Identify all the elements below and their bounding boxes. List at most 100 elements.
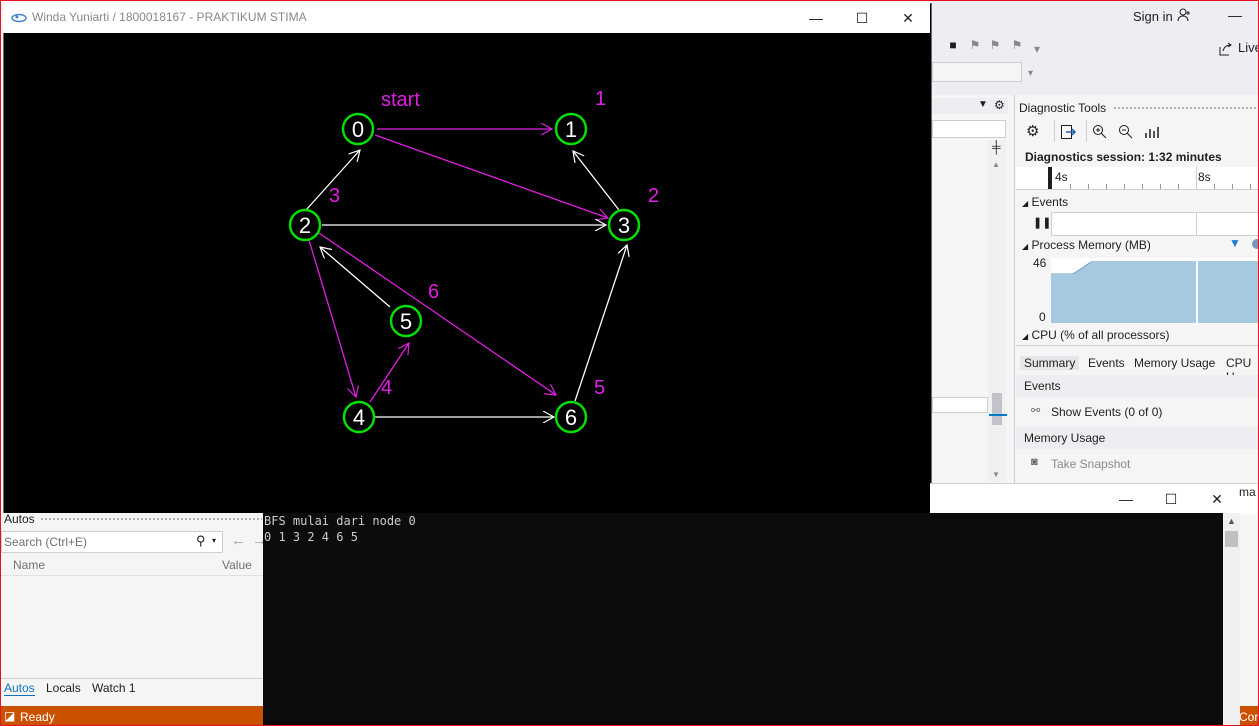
vs-toolbar: ■ ⚑ ⚑ ⚑ ▾	[930, 36, 1259, 56]
live-share-icon[interactable]	[1218, 42, 1232, 56]
search-icon[interactable]: ⚲	[196, 533, 206, 548]
reset-zoom-icon[interactable]	[1144, 124, 1160, 140]
node-label: 5	[400, 309, 412, 334]
status-icon: ◪	[4, 709, 16, 723]
node-label: 2	[299, 213, 311, 238]
link-icon: ⚯	[1031, 405, 1041, 417]
vs-minimize-button[interactable]: —	[1228, 7, 1242, 23]
peak-marker-icon[interactable]	[1252, 239, 1259, 249]
live-share-label[interactable]: Live	[1238, 40, 1259, 55]
memory-track-label: Process Memory (MB)	[1031, 238, 1151, 252]
scroll-thumb[interactable]	[992, 393, 1002, 425]
graph-window-title: Winda Yuniarti / 1800018167 - PRAKTIKUM …	[32, 10, 307, 24]
show-events-link[interactable]: Show Events (0 of 0)	[1051, 405, 1163, 419]
settings-gear-icon[interactable]: ⚙	[1026, 123, 1040, 140]
next-bookmark-icon[interactable]: ⚑	[989, 38, 1001, 52]
graph-close-button[interactable]: ✕	[902, 10, 914, 26]
status-text: Ready	[20, 710, 55, 724]
console-scroll-up-icon[interactable]: ▲	[1227, 516, 1236, 526]
node-label: 0	[352, 117, 364, 142]
graph-node-5[interactable]: 5	[389, 304, 423, 338]
console-scroll-thumb[interactable]	[1225, 531, 1238, 547]
tab-locals[interactable]: Locals	[46, 681, 81, 695]
graph-node-3[interactable]: 3	[607, 208, 641, 242]
memory-track-header[interactable]: ◢ Process Memory (MB)	[1022, 238, 1151, 252]
graph-node-1[interactable]: 1	[554, 112, 588, 146]
ruler-label-4s: 4s	[1055, 170, 1068, 184]
timeline-ruler[interactable]: 4s 8s	[1016, 167, 1259, 190]
memory-ramp	[1051, 258, 1091, 274]
panel-scrollbar[interactable]	[988, 140, 1006, 482]
collapse-icon[interactable]: ◢	[1022, 199, 1029, 208]
panel-settings-icon[interactable]: ⚙	[994, 98, 1005, 112]
diag-overflow-text: ma	[1239, 485, 1256, 499]
zoom-in-icon[interactable]	[1092, 124, 1108, 140]
console-titlebar: — ☐ ✕	[930, 483, 1257, 514]
graph-window-titlebar: — ☐ ✕	[3, 3, 930, 33]
console-window[interactable]	[263, 513, 1223, 726]
node-label: 3	[618, 213, 630, 238]
config-combo[interactable]	[932, 62, 1022, 82]
snapshot-marker-icon[interactable]: ▼	[1229, 236, 1241, 250]
scroll-down-icon[interactable]: ▼	[992, 470, 1000, 479]
autos-search-box[interactable]	[1, 531, 223, 553]
user-add-icon[interactable]	[1177, 8, 1191, 22]
panel-input[interactable]	[932, 397, 988, 413]
graph-node-2[interactable]: 2	[288, 208, 322, 242]
events-track-header[interactable]: ◢ Events	[1022, 195, 1068, 209]
bookmark-icon[interactable]: ■	[949, 38, 957, 52]
sign-in-link[interactable]: Sign in	[1133, 9, 1173, 24]
graph-node-4[interactable]: 4	[342, 400, 376, 434]
column-name[interactable]: Name	[13, 558, 46, 572]
scroll-up-icon[interactable]: ▲	[992, 160, 1000, 169]
scroll-position-marker	[989, 414, 1007, 416]
graph-window	[3, 3, 932, 515]
events-track[interactable]	[1051, 212, 1259, 236]
cpu-track-header[interactable]: ◢ CPU (% of all processors)	[1022, 328, 1170, 342]
console-close-button[interactable]: ✕	[1211, 491, 1223, 507]
pause-icon[interactable]: ❚❚	[1033, 217, 1052, 229]
diagnostic-tools-title: Diagnostic Tools	[1019, 101, 1107, 115]
diagnostic-toolbar: ⚙	[1016, 120, 1259, 144]
tab-summary[interactable]: Summary	[1020, 356, 1080, 370]
zoom-out-icon[interactable]	[1118, 124, 1134, 140]
back-arrow-icon[interactable]: ←	[231, 532, 246, 549]
autos-title: Autos	[4, 512, 35, 526]
toolbar-overflow-icon[interactable]: ▾	[1033, 42, 1041, 56]
memory-axis-max: 46	[1033, 256, 1047, 270]
edge-5-2	[320, 247, 391, 308]
clear-bookmarks-icon[interactable]: ⚑	[1011, 38, 1023, 52]
memory-area	[1051, 261, 1259, 323]
search-dropdown-icon[interactable]: ▾	[212, 536, 217, 545]
column-value[interactable]: Value	[222, 558, 252, 572]
take-snapshot-button[interactable]: Take Snapshot	[1051, 457, 1131, 471]
camera-icon: ◙	[1031, 456, 1038, 468]
panel-dropdown-icon[interactable]: ▼	[978, 99, 988, 110]
graph-node-0[interactable]: 0	[341, 112, 375, 146]
panel-combo[interactable]	[932, 120, 1006, 138]
tab-events[interactable]: Events	[1088, 356, 1125, 370]
collapse-icon[interactable]: ◢	[1022, 332, 1029, 341]
collapse-icon[interactable]: ◢	[1022, 242, 1029, 251]
console-minimize-button[interactable]: —	[1119, 491, 1133, 507]
edge-0-3	[374, 134, 608, 218]
autos-search-input[interactable]: Search (Ctrl+E)	[4, 535, 88, 549]
console-scrollbar[interactable]	[1223, 513, 1240, 726]
tab-autos[interactable]: Autos	[4, 681, 35, 696]
tab-memory-usage[interactable]: Memory Usage	[1134, 356, 1216, 370]
order-label-5: 5	[594, 377, 605, 399]
combo-overflow-icon[interactable]: ▾	[1028, 68, 1034, 79]
divider	[1016, 345, 1259, 346]
split-icon[interactable]: ╪	[992, 140, 1001, 154]
tab-watch-1[interactable]: Watch 1	[92, 681, 136, 695]
export-icon[interactable]	[1060, 124, 1076, 140]
memory-gap	[1196, 258, 1198, 323]
graph-minimize-button[interactable]: —	[809, 10, 823, 26]
edge-6-3	[574, 245, 627, 402]
prev-bookmark-icon[interactable]: ⚑	[969, 38, 981, 52]
timeline-cursor[interactable]	[1048, 167, 1052, 189]
console-maximize-button[interactable]: ☐	[1164, 491, 1178, 507]
graph-maximize-button[interactable]: ☐	[855, 10, 869, 26]
diagnostic-tabs: Summary Events Memory Usage CPU U	[1016, 350, 1259, 384]
graph-node-6[interactable]: 6	[554, 400, 588, 434]
